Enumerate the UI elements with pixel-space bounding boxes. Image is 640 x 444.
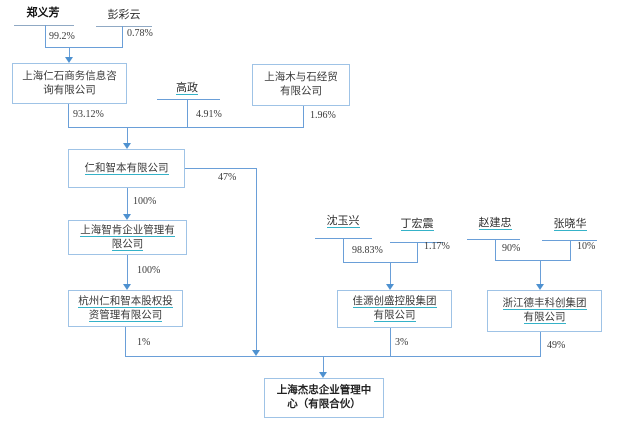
- pct-label-hangzhou-jiezhong: 1%: [137, 337, 151, 348]
- pct-label-renshi-renhe: 93.12%: [73, 109, 104, 120]
- connector-line: [127, 127, 128, 143]
- pct-label-peng-renshi: 0.78%: [127, 28, 153, 39]
- connector-line: [390, 328, 391, 356]
- company-name-line: 询有限公司: [43, 84, 96, 96]
- person-label-zhao-jianzhong: 赵建忠: [467, 217, 523, 230]
- company-box-hangzhou: 杭州仁和智本股权投 资管理有限公司: [68, 290, 183, 327]
- arrowhead-down: [536, 284, 544, 290]
- company-box-renshi: 上海仁石商务信息咨 询有限公司: [12, 63, 127, 104]
- company-name-line: 浙江德丰科创集团: [502, 298, 587, 310]
- connector-line: [495, 260, 571, 261]
- connector-line: [122, 26, 123, 47]
- person-label-shen-yuxing: 沈玉兴: [315, 215, 371, 228]
- person-label-gao-zheng: 高政: [165, 82, 209, 95]
- company-name-line: 上海仁石商务信息咨: [22, 70, 117, 82]
- pct-label-muyushi-renhe: 1.96%: [310, 110, 336, 121]
- connector-line: [390, 262, 391, 284]
- pct-label-shen-jiayuan: 98.83%: [352, 245, 383, 256]
- connector-line: [187, 99, 188, 127]
- person-name-underlined: 张晓华: [553, 218, 587, 231]
- connector-line: [68, 127, 304, 128]
- company-box-zhiken: 上海智肯企业管理有 限公司: [68, 220, 187, 255]
- connector-line: [68, 104, 69, 127]
- connector-line: [343, 262, 418, 263]
- person-label-ding-hongzhen: 丁宏震: [389, 218, 445, 231]
- company-name-line: 佳源创盛控股集团: [352, 296, 437, 308]
- person-label-zheng-yifang: 郑义芳: [26, 7, 60, 19]
- company-box-renhe: 仁和智本有限公司: [68, 149, 185, 188]
- person-label-zhang-xiaohua: 张晓华: [542, 218, 598, 231]
- arrowhead-down: [123, 214, 131, 220]
- company-name-line: 杭州仁和智本股权投: [78, 295, 173, 308]
- person-label-peng-caiyun: 彭彩云: [107, 9, 141, 21]
- connector-line: [542, 240, 597, 241]
- company-box-defeng: 浙江德丰科创集团 有限公司: [487, 290, 602, 332]
- pct-label-renhe-jiezhong: 47%: [218, 172, 237, 183]
- connector-line: [540, 260, 541, 284]
- arrowhead-down: [123, 284, 131, 290]
- pct-label-renhe-zhiken: 100%: [133, 196, 157, 207]
- company-name-line: 资管理有限公司: [88, 309, 163, 322]
- company-name-line: 有限公司: [373, 310, 416, 322]
- company-box-muyushi: 上海木与石经贸 有限公司: [252, 64, 350, 106]
- company-name-line: 仁和智本有限公司: [84, 162, 169, 175]
- arrowhead-down: [319, 372, 327, 378]
- company-name-line: 有限公司: [280, 86, 322, 97]
- pct-label-zhang-defeng: 10%: [577, 241, 596, 252]
- pct-label-defeng-jiezhong: 49%: [547, 340, 566, 351]
- connector-line: [125, 327, 126, 356]
- pct-label-zhiken-hangzhou: 100%: [137, 265, 161, 276]
- person-name-underlined: 沈玉兴: [326, 215, 360, 228]
- connector-line: [127, 255, 128, 284]
- connector-line: [390, 242, 443, 243]
- connector-line: [323, 357, 324, 372]
- arrowhead-down: [123, 143, 131, 149]
- company-box-jiezhong: 上海杰忠企业管理中 心（有限合伙）: [264, 378, 384, 418]
- connector-line: [495, 239, 496, 260]
- connector-line: [45, 25, 46, 47]
- person-name-underlined: 高政: [176, 82, 198, 95]
- connector-line: [157, 99, 220, 100]
- company-name-line: 心（有限合伙）: [287, 399, 361, 410]
- connector-line: [256, 168, 257, 350]
- company-name-line: 上海杰忠企业管理中: [276, 385, 372, 396]
- arrowhead-down: [252, 350, 260, 356]
- connector-line: [467, 239, 520, 240]
- company-name-line: 上海木与石经贸: [264, 72, 338, 83]
- pct-label-ding-jiayuan: 1.17%: [424, 241, 450, 252]
- pct-label-zhao-defeng: 90%: [502, 243, 521, 254]
- connector-line: [45, 47, 123, 48]
- person-name-underlined: 赵建忠: [478, 217, 512, 230]
- pct-label-gao-renhe: 4.91%: [196, 109, 222, 120]
- connector-line: [185, 168, 256, 169]
- connector-line: [417, 242, 418, 262]
- connector-line: [14, 25, 74, 26]
- connector-line: [570, 240, 571, 260]
- company-box-jiayuan: 佳源创盛控股集团 有限公司: [337, 290, 452, 328]
- connector-line: [343, 238, 344, 262]
- pct-label-jiayuan-jiezhong: 3%: [395, 337, 409, 348]
- company-name-line: 限公司: [111, 238, 144, 251]
- connector-line: [125, 356, 541, 357]
- connector-line: [303, 106, 304, 127]
- connector-line: [127, 188, 128, 214]
- person-name-underlined: 丁宏震: [400, 218, 434, 231]
- connector-line: [69, 47, 70, 57]
- connector-line: [540, 332, 541, 356]
- pct-label-zheng-renshi: 99.2%: [49, 31, 75, 42]
- arrowhead-down: [65, 57, 73, 63]
- connector-line: [96, 26, 152, 27]
- arrowhead-down: [386, 284, 394, 290]
- company-name-line: 上海智肯企业管理有: [80, 224, 175, 237]
- company-name-line: 有限公司: [523, 312, 566, 324]
